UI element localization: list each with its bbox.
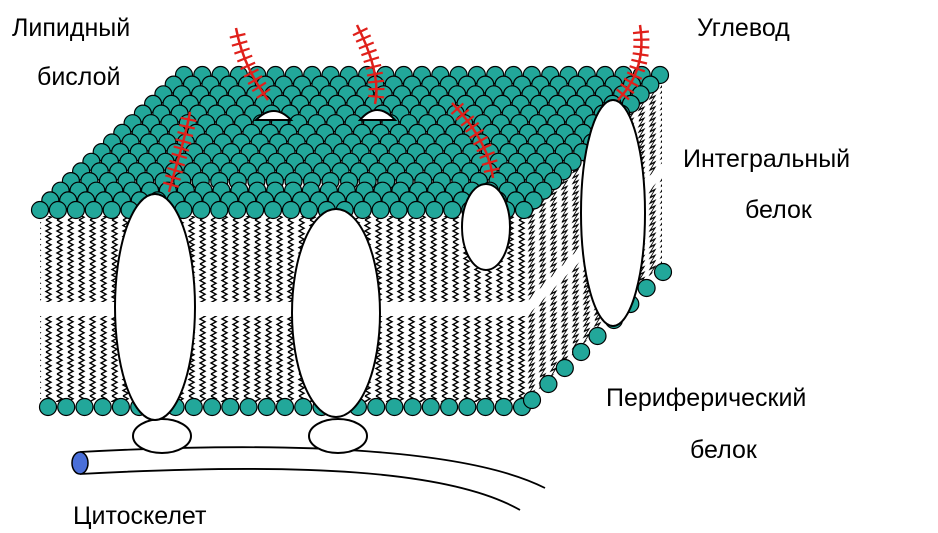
lipid-head bbox=[66, 200, 86, 220]
carbohydrate-chains bbox=[162, 24, 650, 193]
lipid-head bbox=[443, 200, 462, 220]
lipid-head bbox=[239, 397, 258, 417]
lipid-head bbox=[294, 397, 313, 417]
carbohydrate-chain bbox=[450, 102, 500, 179]
lipid-head bbox=[30, 200, 50, 220]
lipid-bilayer-label: Липидный bbox=[12, 14, 130, 42]
integral-protein bbox=[357, 109, 398, 121]
integral-protein bbox=[461, 183, 511, 271]
cytoskeleton-filament bbox=[71, 446, 546, 511]
peripheral-protein-label: белок bbox=[690, 436, 758, 464]
peripheral-protein bbox=[308, 418, 368, 454]
lipid-head bbox=[57, 397, 76, 417]
integral-protein-label: белок bbox=[745, 196, 813, 224]
integral-protein-label: Интегральный bbox=[683, 145, 850, 173]
lipid-head bbox=[588, 326, 607, 346]
integral-protein bbox=[253, 110, 294, 121]
lipid-head bbox=[299, 200, 318, 220]
lipid-head bbox=[210, 200, 229, 220]
lipid-head bbox=[192, 200, 211, 220]
lipid-head bbox=[476, 397, 495, 417]
lipid-head bbox=[184, 397, 203, 417]
carbohydrate-label: Углевод bbox=[697, 14, 790, 42]
lipid-head bbox=[38, 397, 58, 417]
lipid-head bbox=[353, 200, 372, 220]
lipid-head bbox=[48, 200, 68, 220]
lipid-head bbox=[403, 397, 422, 417]
lipid-head bbox=[263, 200, 283, 220]
lipid-head bbox=[494, 397, 513, 417]
lipid-head bbox=[102, 200, 121, 220]
lipid-head bbox=[555, 358, 574, 378]
lipid-head bbox=[653, 262, 673, 282]
lipid-head bbox=[637, 278, 656, 298]
lipid-head bbox=[246, 200, 265, 220]
peripheral-protein bbox=[132, 418, 192, 454]
lipid-head bbox=[371, 200, 390, 220]
lipid-head bbox=[75, 397, 94, 417]
lipid-head bbox=[421, 397, 440, 417]
lipid-head bbox=[571, 342, 591, 362]
lipid-head bbox=[84, 200, 103, 220]
integral-protein bbox=[114, 193, 196, 421]
lipid-head bbox=[257, 397, 276, 417]
lipid-head bbox=[221, 397, 240, 417]
lipid-head bbox=[228, 200, 247, 220]
lipid-head bbox=[539, 374, 558, 394]
carbohydrate-chain bbox=[352, 24, 385, 105]
lipid-head bbox=[389, 200, 408, 220]
lipid-head bbox=[522, 390, 542, 410]
carbohydrate-chain bbox=[229, 27, 271, 101]
lipid-head bbox=[203, 397, 222, 417]
lipid-tails-front bbox=[40, 216, 527, 402]
cytoskeleton-end bbox=[71, 451, 89, 475]
cytoskeleton-label: Цитоскелет bbox=[73, 502, 207, 530]
lipid-head bbox=[111, 397, 131, 417]
lipid-head bbox=[367, 397, 386, 417]
lipid-bilayer-label: бислой bbox=[37, 63, 121, 91]
lipid-head bbox=[281, 200, 301, 220]
lipid-head bbox=[425, 200, 444, 220]
lipid-head bbox=[275, 397, 295, 417]
lipid-head bbox=[385, 397, 404, 417]
integral-protein bbox=[580, 99, 646, 327]
integral-protein bbox=[291, 208, 381, 418]
lipid-head bbox=[407, 200, 426, 220]
lipid-head bbox=[440, 397, 459, 417]
carbohydrate-chain bbox=[162, 111, 197, 193]
lipid-head bbox=[458, 397, 477, 417]
lipid-head bbox=[514, 200, 534, 220]
lipid-head bbox=[93, 397, 112, 417]
peripheral-protein-label: Периферический bbox=[606, 384, 806, 412]
carbohydrate-chain bbox=[616, 24, 650, 101]
